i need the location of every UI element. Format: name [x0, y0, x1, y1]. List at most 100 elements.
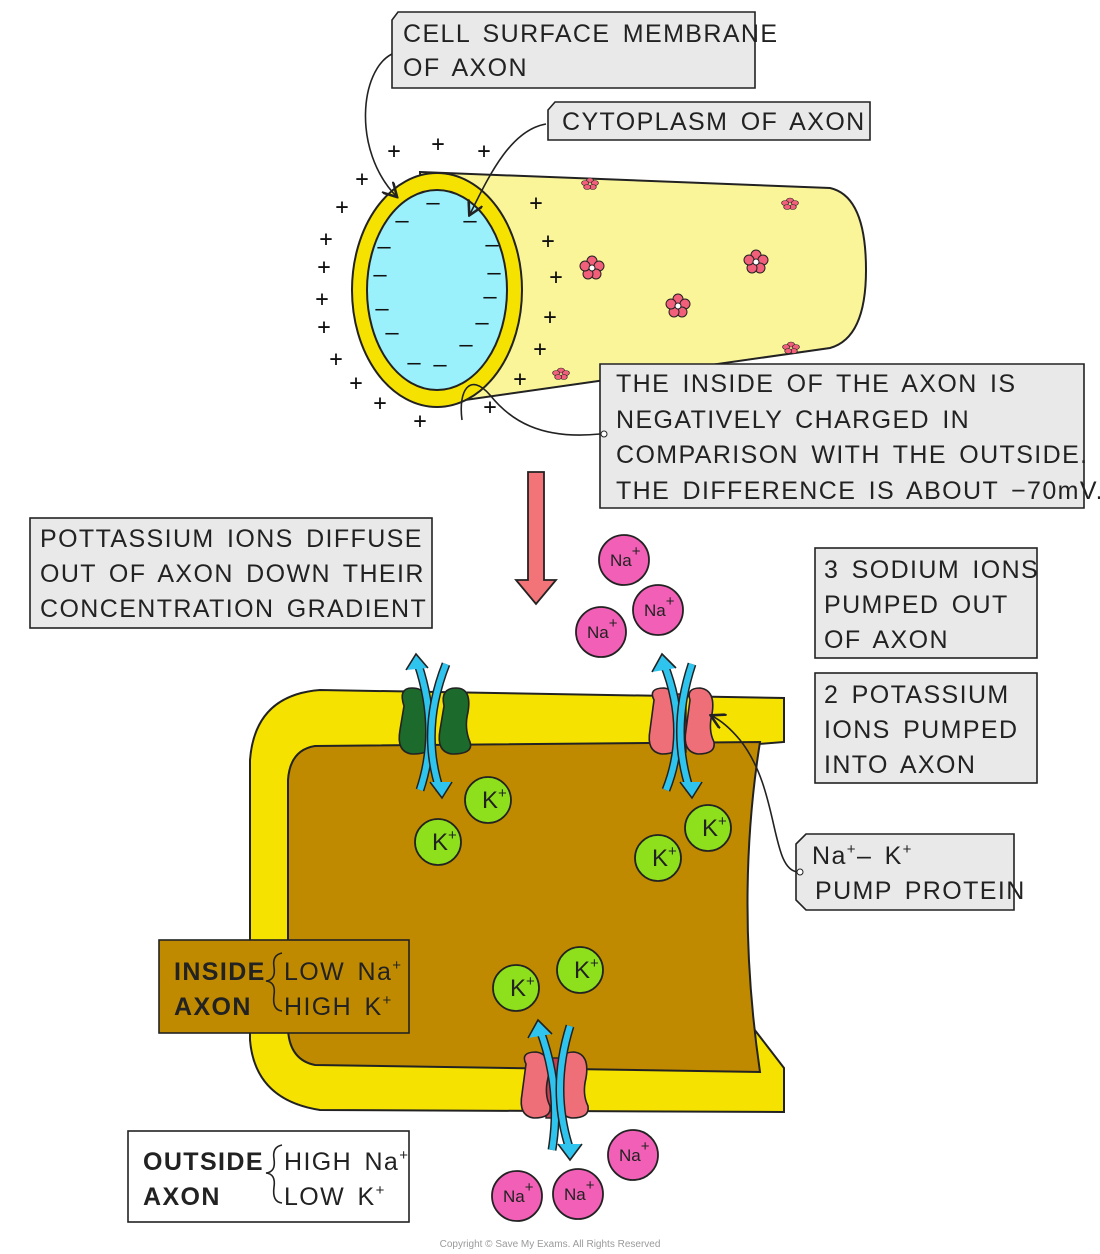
minus-charge: –	[485, 233, 499, 258]
inside-axon-box: INSIDE AXON LOW Na+ HIGH K+	[158, 939, 410, 1034]
tube-flower-3	[665, 293, 691, 318]
tube-flower-1	[579, 255, 605, 280]
sodium-ion: Na+	[632, 584, 684, 636]
plus-charge: +	[431, 132, 444, 157]
svg-text:LOW K+: LOW K+	[284, 1182, 386, 1211]
tube-flower-7	[552, 367, 570, 380]
plus-charge: +	[315, 287, 328, 312]
svg-text:OUT OF AXON DOWN THEIR: OUT OF AXON DOWN THEIR	[40, 560, 425, 588]
minus-charge: –	[459, 333, 473, 358]
plus-charge: +	[549, 265, 562, 290]
svg-text:NEGATIVELY CHARGED IN: NEGATIVELY CHARGED IN	[616, 406, 970, 434]
svg-text:Na+: Na+	[503, 1179, 534, 1206]
tube-flower-2	[743, 249, 769, 274]
sodium-ion: Na+	[598, 534, 650, 586]
svg-text:K+: K+	[510, 973, 535, 1002]
svg-text:HIGH K+: HIGH K+	[284, 992, 393, 1021]
label-cell-membrane: CELL SURFACE MEMBRANE OF AXON	[364, 11, 778, 196]
plus-charge: +	[373, 391, 386, 416]
potassium-channel-protein	[398, 652, 472, 800]
tube-flower-5	[781, 197, 799, 210]
plus-charge: +	[335, 195, 348, 220]
svg-text:CYTOPLASM OF AXON: CYTOPLASM OF AXON	[562, 108, 866, 136]
svg-text:CELL SURFACE MEMBRANE: CELL SURFACE MEMBRANE	[403, 20, 778, 48]
minus-charge: –	[375, 297, 389, 322]
copyright-notice: Copyright © Save My Exams. All Rights Re…	[439, 1239, 661, 1250]
minus-charge: –	[475, 311, 489, 336]
minus-charge: –	[433, 353, 447, 378]
potassium-ion: K+	[414, 818, 462, 866]
label-potassium-diffuse: POTTASSIUM IONS DIFFUSE OUT OF AXON DOWN…	[29, 517, 433, 629]
label-potassium-pumped-in: 2 POTASSIUM IONS PUMPED INTO AXON	[814, 672, 1038, 784]
svg-text:OF AXON: OF AXON	[824, 626, 949, 654]
ions-layer: Na+ Na+ Na+ Na+ Na+ Na+ K+ K+ K+ K+ K+ K+	[414, 534, 732, 1222]
negative-charges-inside: ––––––––––––––	[373, 191, 501, 378]
potassium-ion: K+	[556, 946, 604, 994]
svg-text:INSIDE: INSIDE	[174, 958, 266, 986]
tube-flower-6	[782, 341, 800, 354]
minus-charge: –	[385, 321, 399, 346]
plus-charge: +	[477, 139, 490, 164]
svg-text:2 POTASSIUM: 2 POTASSIUM	[824, 681, 1010, 709]
plus-charge: +	[317, 255, 330, 280]
svg-text:OUTSIDE: OUTSIDE	[143, 1148, 264, 1176]
minus-charge: –	[487, 261, 501, 286]
svg-text:PUMP PROTEIN: PUMP PROTEIN	[815, 877, 1026, 905]
plus-charge: +	[349, 371, 362, 396]
plus-charge: +	[533, 337, 546, 362]
potassium-ion: K+	[492, 964, 540, 1012]
axon-tube	[418, 170, 868, 407]
svg-text:INTO AXON: INTO AXON	[824, 751, 976, 779]
svg-text:K+: K+	[702, 813, 727, 842]
svg-text:K+: K+	[482, 785, 507, 814]
minus-charge: –	[426, 191, 440, 216]
sodium-potassium-pump-bottom	[520, 1018, 589, 1162]
svg-text:K+: K+	[432, 827, 457, 856]
sodium-ion: Na+	[552, 1168, 604, 1220]
sodium-potassium-pump-top	[648, 652, 715, 800]
svg-text:AXON: AXON	[174, 993, 252, 1021]
minus-charge: –	[373, 263, 387, 288]
svg-text:IONS PUMPED: IONS PUMPED	[824, 716, 1018, 744]
svg-text:Na+: Na+	[564, 1177, 595, 1204]
svg-text:AXON: AXON	[143, 1183, 221, 1211]
cytoplasm-cross-section	[366, 189, 508, 391]
svg-text:K+: K+	[574, 955, 599, 984]
svg-text:Na+– K+: Na+– K+	[812, 841, 913, 870]
svg-text:POTTASSIUM IONS DIFFUSE: POTTASSIUM IONS DIFFUSE	[40, 525, 423, 553]
plus-charge: +	[513, 367, 526, 392]
potassium-ion: K+	[464, 776, 512, 824]
plus-charge: +	[355, 167, 368, 192]
plus-charge: +	[543, 305, 556, 330]
svg-text:THE INSIDE OF THE AXON IS: THE INSIDE OF THE AXON IS	[616, 370, 1016, 398]
label-cytoplasm: CYTOPLASM OF AXON	[470, 101, 871, 214]
plus-charge: +	[329, 347, 342, 372]
tube-flower-4	[581, 177, 599, 190]
plus-charge: +	[317, 315, 330, 340]
axon-cross-section: ++++++++++++++++++++ ––––––––––––––	[315, 132, 868, 434]
svg-text:THE DIFFERENCE IS ABOUT −70mV.: THE DIFFERENCE IS ABOUT −70mV.	[616, 477, 1100, 505]
svg-text:3 SODIUM IONS: 3 SODIUM IONS	[824, 556, 1039, 584]
svg-text:OF AXON: OF AXON	[403, 54, 528, 82]
minus-charge: –	[407, 351, 421, 376]
svg-text:PUMPED OUT: PUMPED OUT	[824, 591, 1009, 619]
sodium-ion: Na+	[491, 1170, 543, 1222]
svg-text:Na+: Na+	[610, 543, 641, 570]
label-pump-protein: Na+– K+ PUMP PROTEIN	[712, 716, 1026, 911]
svg-text:HIGH Na+: HIGH Na+	[284, 1147, 409, 1176]
label-inside-negative: THE INSIDE OF THE AXON IS NEGATIVELY CHA…	[460, 363, 1100, 509]
svg-text:COMPARISON WITH THE OUTSIDE.: COMPARISON WITH THE OUTSIDE.	[616, 441, 1089, 469]
potassium-ion: K+	[634, 834, 682, 882]
plus-charge: +	[529, 191, 542, 216]
plus-charge: +	[387, 139, 400, 164]
plus-charge: +	[413, 409, 426, 434]
minus-charge: –	[483, 285, 497, 310]
svg-text:Na+: Na+	[587, 615, 618, 642]
svg-text:Na+: Na+	[619, 1138, 650, 1165]
label-sodium-pumped-out: 3 SODIUM IONS PUMPED OUT OF AXON	[814, 547, 1039, 659]
sodium-ion: Na+	[607, 1129, 659, 1181]
plus-charge: +	[483, 395, 496, 420]
outside-axon-box: OUTSIDE AXON HIGH Na+ LOW K+	[127, 1130, 410, 1223]
plus-charge: +	[319, 227, 332, 252]
